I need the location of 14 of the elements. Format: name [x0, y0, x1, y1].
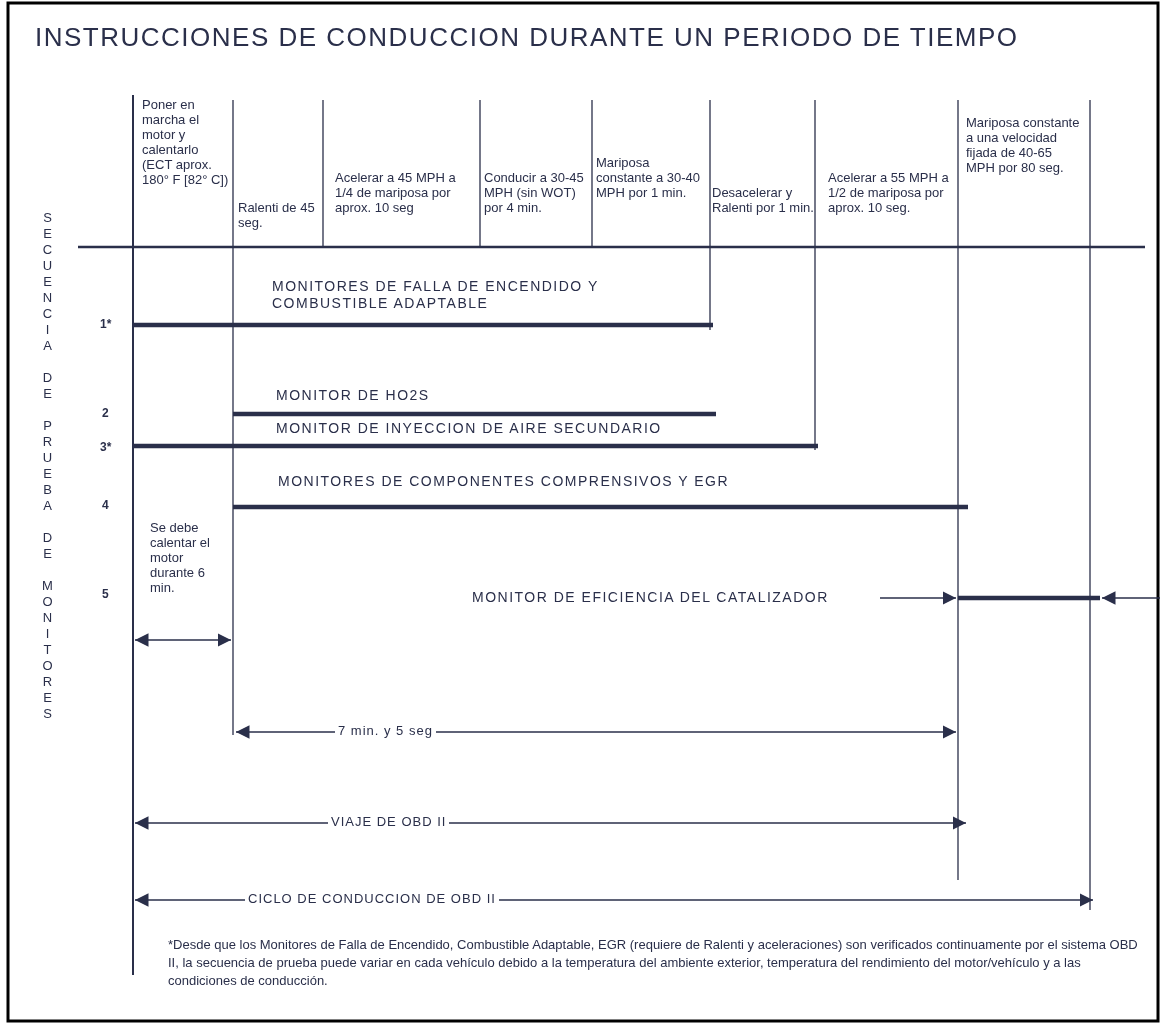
dimension-label: VIAJE DE OBD II [328, 814, 450, 829]
dimension-label: CICLO DE CONDUCCION DE OBD II [245, 891, 499, 906]
row-number: 3* [100, 440, 112, 454]
title: INSTRUCCIONES DE CONDUCCION DURANTE UN PERIODO DE TIEMPO [35, 22, 1019, 53]
column-header: Poner en marcha el motor y calentarlo (ECT aprox. 180° F [82° C]) [142, 97, 230, 187]
footnote: *Desde que los Monitores de Falla de Encendido, Combustible Adaptable, EGR (requiere de Ralenti y aceleraciones) son verificados continuamente por el sistema OBD II, la secuencia de prueba puede variar en cada vehículo debido a la temperatura del ambiente exterior, temperatura del rendimiento del motor/vehículo y a las condiciones de conducción. [168, 936, 1139, 990]
axis-label: SECUENCIA DE PRUEBA DE MONITORES [39, 210, 56, 724]
row-number: 2 [102, 406, 109, 420]
note-text: Se debe calentar el motor durante 6 min. [150, 520, 211, 595]
row-number: 4 [102, 498, 109, 512]
row-number: 5 [102, 587, 109, 601]
column-header: Desacelerar y Ralenti por 1 min. [712, 185, 814, 215]
row-number: 1* [100, 317, 112, 331]
dimension-label: 7 min. y 5 seg [335, 723, 436, 738]
